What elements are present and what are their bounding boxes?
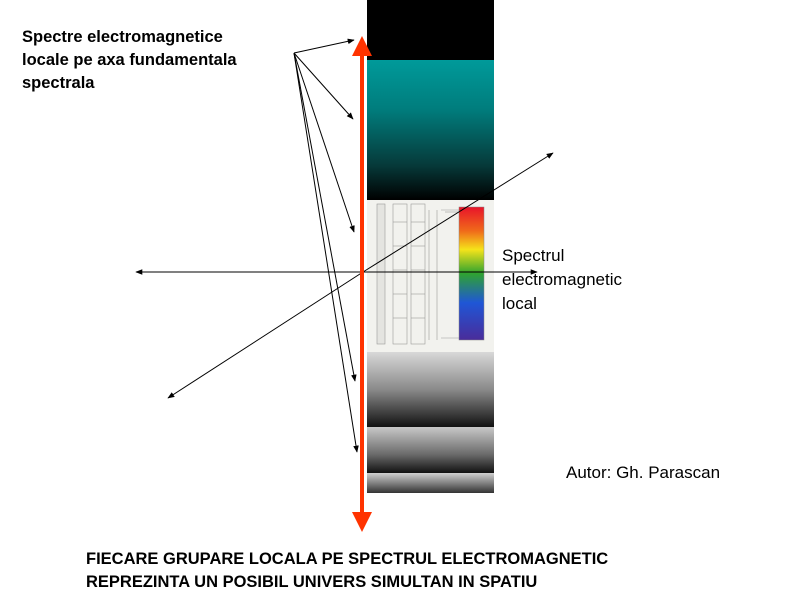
top-label: Spectre electromagnetice locale pe axa f… — [22, 26, 237, 95]
black-band — [367, 0, 494, 60]
gray-band-1 — [367, 352, 494, 427]
bottom-caption: FIECARE GRUPARE LOCALA PE SPECTRUL ELECT… — [86, 548, 608, 594]
side-label-line-3: local — [502, 294, 537, 313]
spectrum-rainbow-icon — [459, 207, 484, 340]
bottom-caption-line-2: REPREZINTA UN POSIBIL UNIVERS SIMULTAN I… — [86, 573, 538, 591]
local-axes — [135, 152, 554, 399]
spectrum-chart-icon — [376, 203, 459, 345]
teal-band — [367, 60, 494, 200]
gray-band-2 — [367, 427, 494, 473]
pointer-arrows — [293, 38, 359, 453]
top-label-line-2: locale pe axa fundamentala — [22, 51, 237, 69]
author-credit: Autor: Gh. Parascan — [566, 463, 721, 482]
top-label-line-1: Spectre electromagnetice — [22, 28, 223, 46]
side-label-line-1: Spectrul — [502, 246, 565, 265]
side-label-line-2: electromagnetic — [502, 270, 623, 289]
bottom-caption-line-1: FIECARE GRUPARE LOCALA PE SPECTRUL ELECT… — [86, 550, 609, 568]
side-label: Spectrul electromagnetic local — [502, 244, 622, 316]
top-label-line-3: spectrala — [22, 74, 95, 92]
gray-band-3 — [367, 473, 494, 493]
